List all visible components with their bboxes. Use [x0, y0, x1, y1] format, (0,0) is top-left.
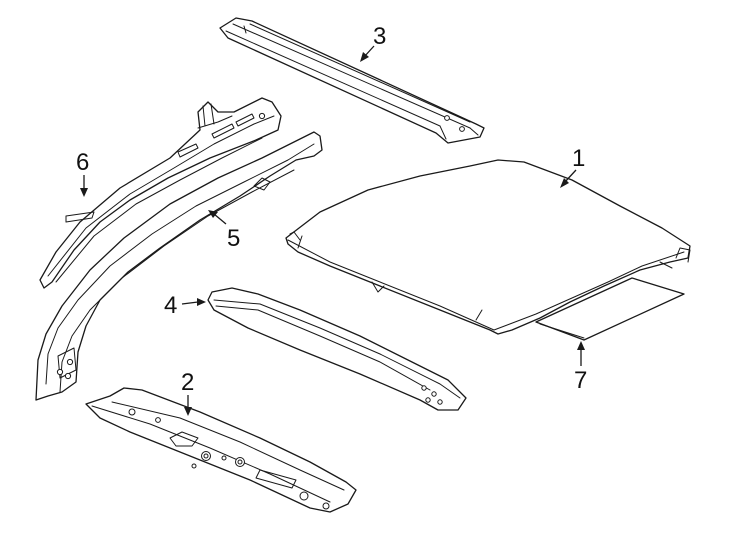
part-1-roof-panel[interactable] [285, 159, 691, 335]
part-7-roof-insulator[interactable] [535, 277, 685, 341]
callout-5: 5 [208, 210, 240, 252]
callout-6-label: 6 [76, 149, 89, 176]
callout-2-label: 2 [181, 369, 194, 396]
part-5-outer-side-rail[interactable] [35, 131, 323, 401]
callout-7-label: 7 [574, 367, 587, 394]
part-4-front-roof-bow[interactable] [207, 287, 467, 411]
callout-6: 6 [76, 149, 89, 197]
callout-3-label: 3 [373, 23, 386, 50]
callout-4-label: 4 [164, 292, 177, 319]
part-2-rear-roof-header[interactable] [85, 387, 357, 513]
callout-4: 4 [164, 292, 206, 319]
callout-1-label: 1 [572, 145, 585, 172]
part-3-roof-rail[interactable] [219, 17, 485, 144]
callout-5-label: 5 [227, 225, 240, 252]
callout-1: 1 [560, 145, 585, 188]
callout-3: 3 [360, 23, 386, 62]
callout-7: 7 [574, 341, 587, 394]
callout-2: 2 [181, 369, 194, 416]
part-6-inner-side-rail[interactable] [39, 97, 282, 289]
